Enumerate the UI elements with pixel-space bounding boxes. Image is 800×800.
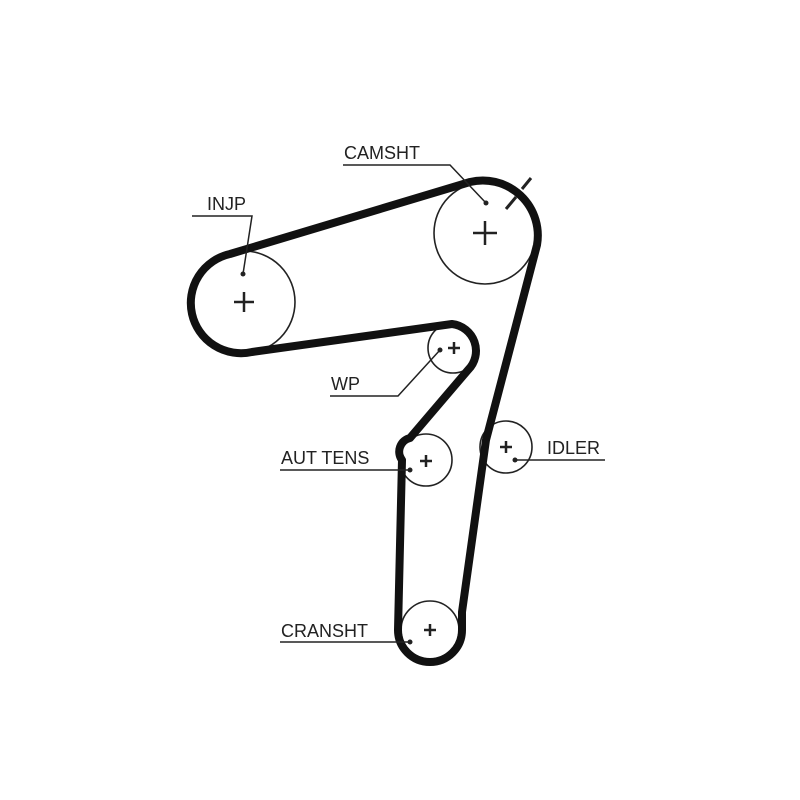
timing-belt	[186, 176, 542, 666]
leader-dots	[240, 200, 518, 645]
label-crankshaft: CRANSHT	[281, 621, 368, 641]
leader-lines	[192, 164, 605, 643]
center-marks	[234, 221, 512, 636]
label-injection-pump: INJP	[207, 194, 246, 214]
label-idler: IDLER	[547, 438, 600, 458]
label-water-pump: WP	[331, 374, 360, 394]
idler-pulley	[479, 420, 533, 474]
label-auto-tensioner: AUT TENS	[281, 448, 369, 468]
label-camshaft: CAMSHT	[344, 143, 420, 163]
timing-mark-icon	[504, 177, 533, 210]
